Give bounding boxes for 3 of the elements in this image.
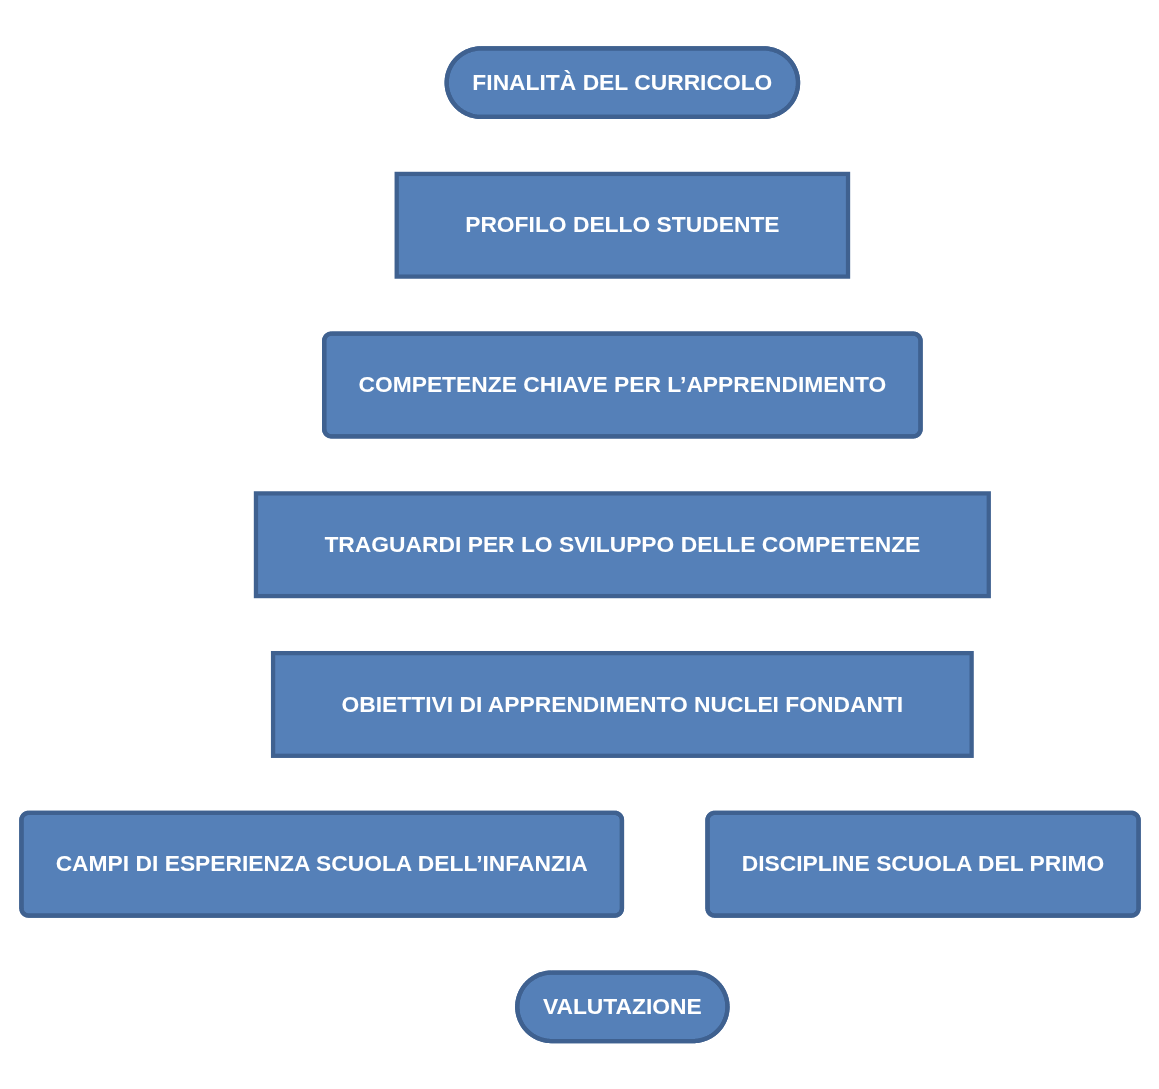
node-box: TRAGUARDI PER LO SVILUPPO DELLE COMPETENZE [253, 491, 991, 598]
node-box: OBIETTIVI DI APPRENDIMENTO NUCLEI FONDANTI [270, 650, 974, 758]
node-box: PROFILO DELLO STUDENTE [394, 171, 850, 279]
